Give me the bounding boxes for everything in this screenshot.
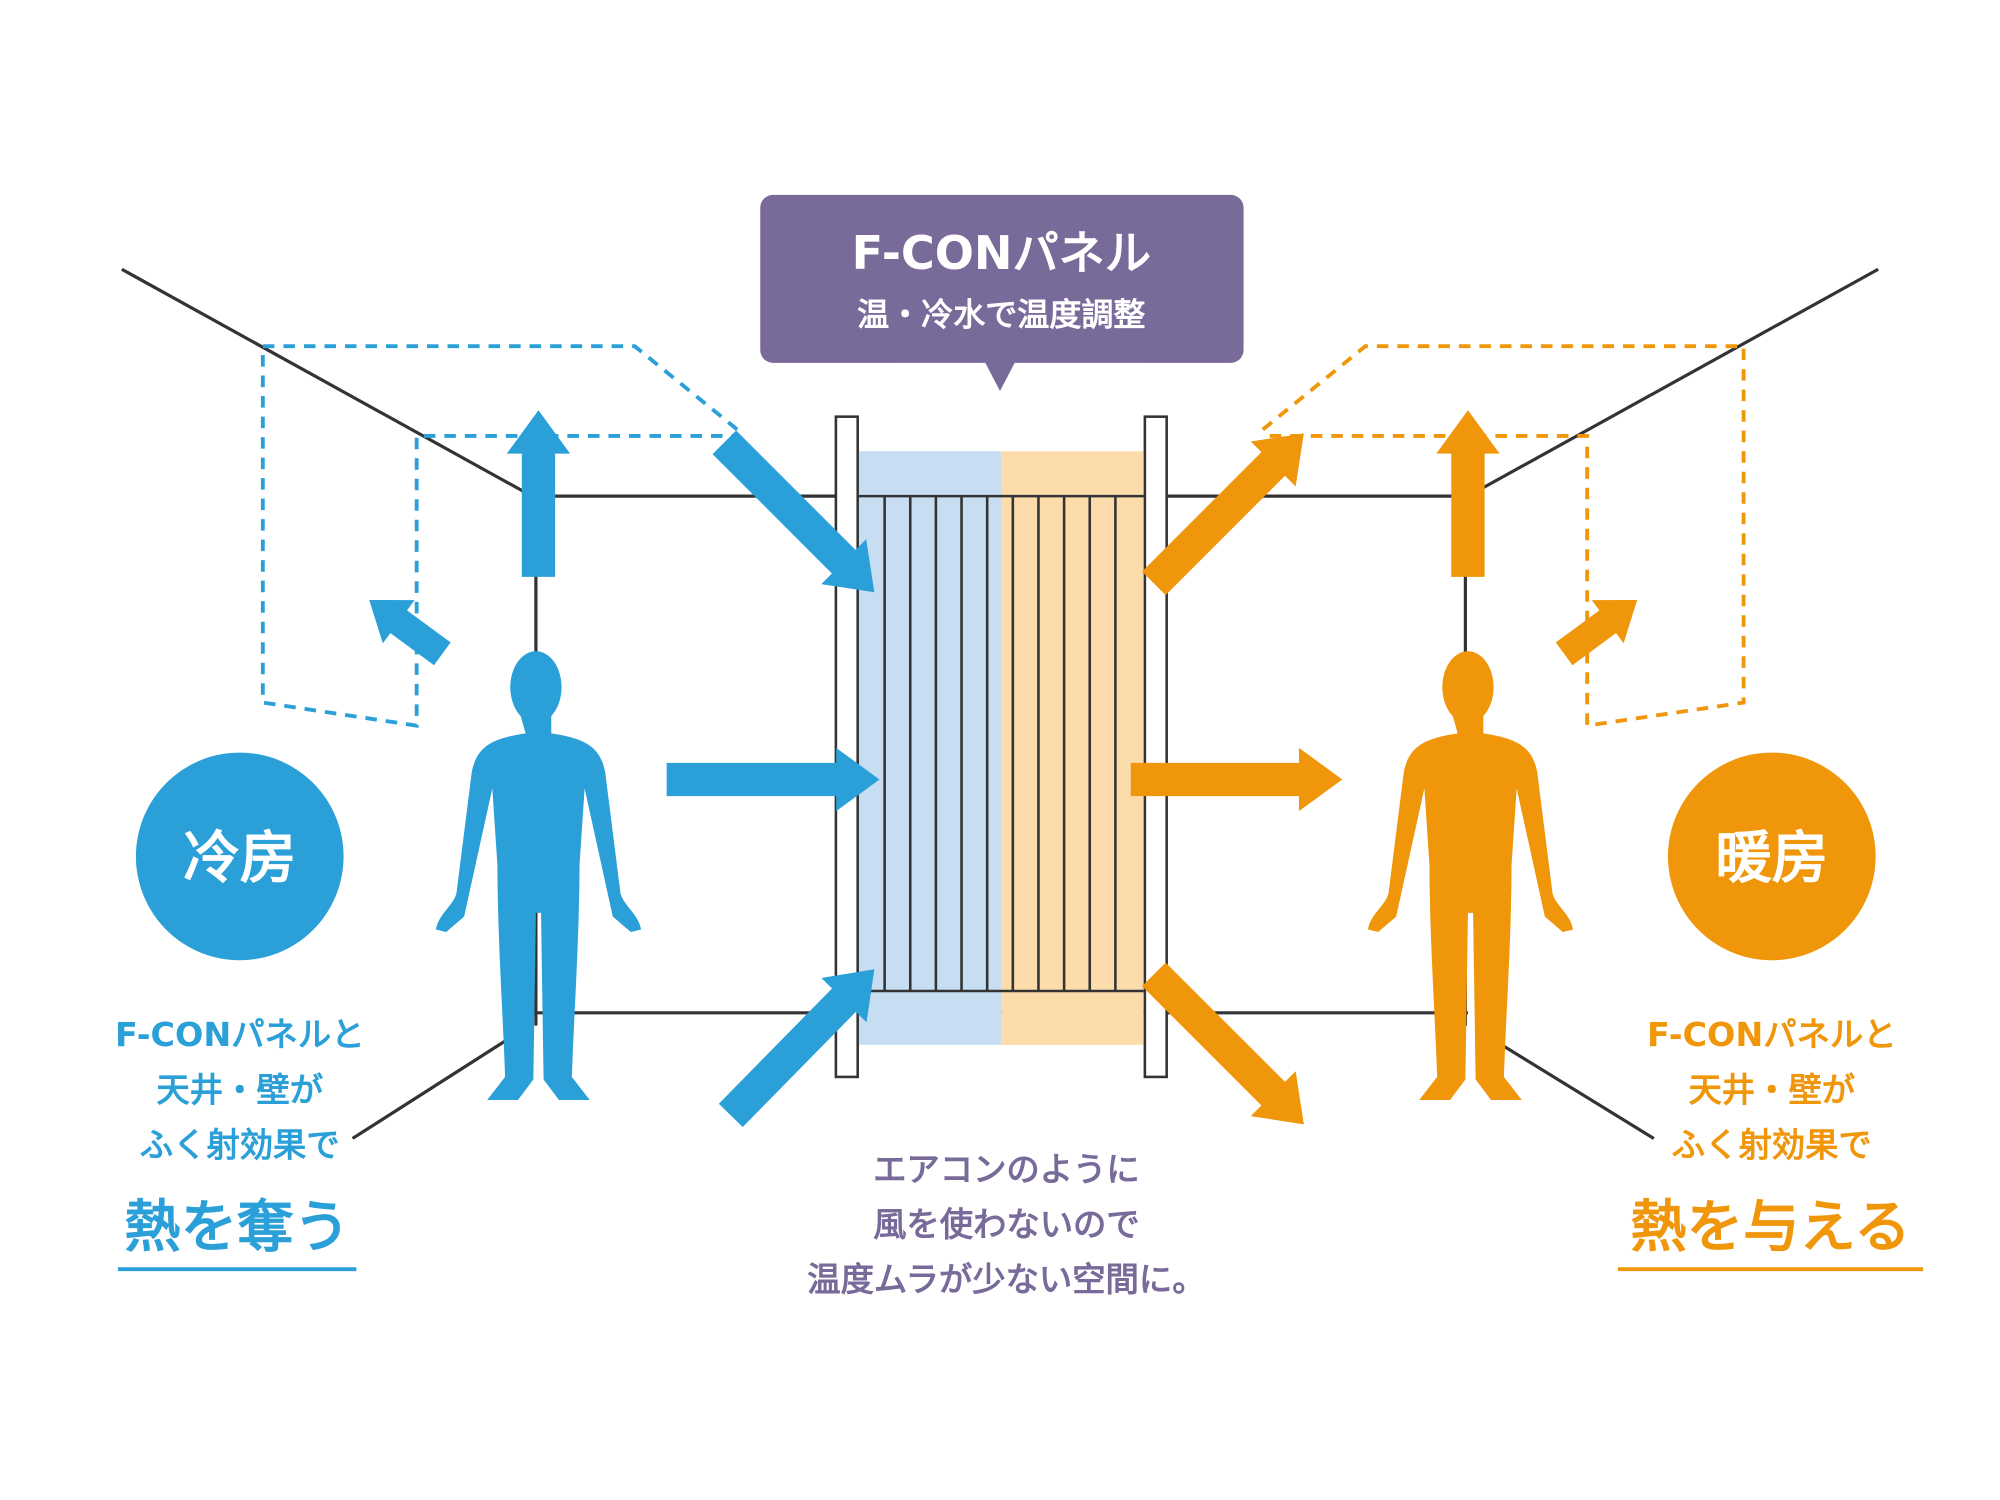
person-warm-icon [1367, 651, 1574, 1100]
cooling-line-3: ふく射効果で [140, 1125, 340, 1164]
cool-arrow-panel-top-icon [712, 430, 875, 593]
heating-line-2: 天井・壁が [1688, 1070, 1855, 1109]
fcon-panel [834, 415, 1168, 1079]
panel-warm-half [1001, 451, 1144, 1045]
heating-badge [1667, 752, 1876, 961]
cool-dashed-outline [260, 344, 739, 728]
cool-arrow-return-icon [369, 600, 451, 666]
caption-line-3: 温度ムラが少ない空間に。 [807, 1260, 1205, 1299]
center-caption: エアコンのように 風を使わないので 温度ムラが少ない空間に。 [807, 1150, 1205, 1299]
person-cool-icon [435, 651, 642, 1100]
warm-arrow-return-icon [1555, 600, 1638, 666]
warm-arrow-panel-middle-icon [1130, 747, 1343, 812]
heating-badge-label: 暖房 [1715, 826, 1828, 891]
cooling-badge [135, 752, 344, 961]
heating-line-3: ふく射効果で [1672, 1125, 1872, 1164]
warm-dashed-outline [1261, 344, 1746, 728]
panel-title: F-CONパネル [852, 226, 1151, 280]
panel-label-callout: F-CONパネル 温・冷水で温度調整 [760, 194, 1244, 392]
panel-cool-half [858, 451, 1002, 1045]
warm-arrow-up-icon [1436, 410, 1500, 577]
panel-subtitle: 温・冷水で温度調整 [857, 296, 1145, 334]
heating-headline: 熱を与える [1630, 1195, 1910, 1260]
cooling-line-2: 天井・壁が [156, 1070, 323, 1109]
warm-arrow-panel-top-icon [1142, 433, 1304, 596]
heating-line-1: F-CONパネルと [1647, 1015, 1897, 1054]
cooling-headline: 熱を奪う [124, 1195, 350, 1260]
heating-section: 暖房 F-CONパネルと 天井・壁が ふく射効果で 熱を与える [1617, 752, 1924, 1272]
caption-line-1: エアコンのように [873, 1150, 1140, 1189]
cool-arrow-up-icon [506, 410, 571, 577]
cooling-line-1: F-CONパネルと [115, 1015, 365, 1054]
warm-arrow-panel-bottom-icon [1142, 962, 1304, 1125]
cool-arrow-panel-bottom-icon [718, 969, 875, 1128]
cooling-section: 冷房 F-CONパネルと 天井・壁が ふく射効果で 熱を奪う [115, 752, 365, 1272]
cooling-badge-label: 冷房 [183, 826, 296, 891]
cool-arrow-panel-middle-icon [666, 747, 880, 812]
caption-line-2: 風を使わないので [873, 1205, 1140, 1244]
